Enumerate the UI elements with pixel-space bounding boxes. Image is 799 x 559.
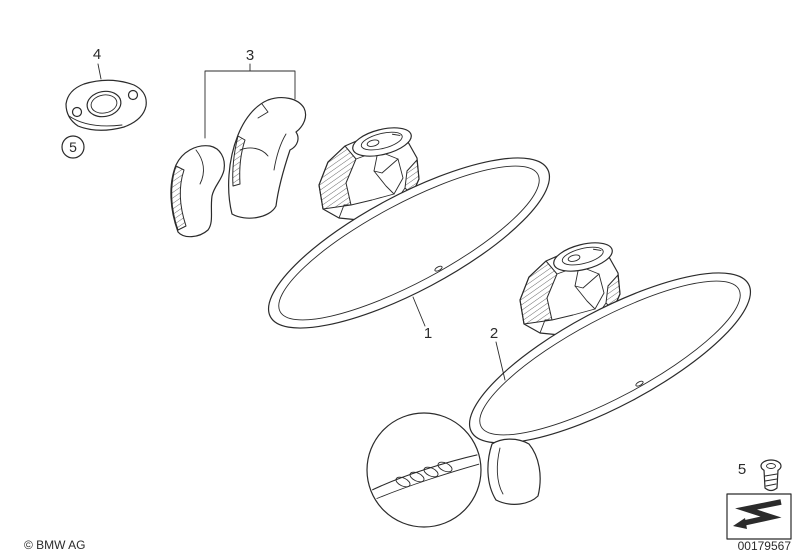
callout-4[interactable]: 4 (93, 46, 101, 63)
copyright-text: © BMW AG (24, 538, 86, 552)
callout-circle (61, 135, 85, 159)
leader-line-4 (97, 63, 102, 80)
svg-text:5: 5 (69, 139, 77, 155)
part-cover-shell-right (228, 97, 307, 219)
mirror-foot (487, 438, 541, 505)
part-mirror-assembly-1 (247, 122, 571, 360)
leader-bracket-3 (204, 63, 296, 139)
part-cover-shell-left (170, 145, 225, 238)
part-mirror-assembly-2 (448, 237, 772, 475)
callout-5-circled[interactable]: 5 (61, 135, 85, 159)
callout-3[interactable]: 3 (246, 47, 254, 64)
document-number: 00179567 (738, 539, 792, 553)
magnifier-detail-circle (366, 412, 482, 528)
leader-line-2 (495, 341, 506, 381)
leader-line-1 (412, 296, 426, 327)
callout-1[interactable]: 1 (424, 325, 432, 342)
legend-callout-5[interactable]: 5 (738, 461, 746, 478)
legend-item-5: 5 (726, 459, 792, 540)
legend-symbol-box (726, 493, 792, 540)
part-base-plate-gasket (65, 79, 147, 131)
screw-icon (760, 459, 782, 492)
callout-2[interactable]: 2 (490, 325, 498, 342)
zigzag-arrow-icon (733, 499, 782, 529)
leader-lines (97, 63, 506, 381)
